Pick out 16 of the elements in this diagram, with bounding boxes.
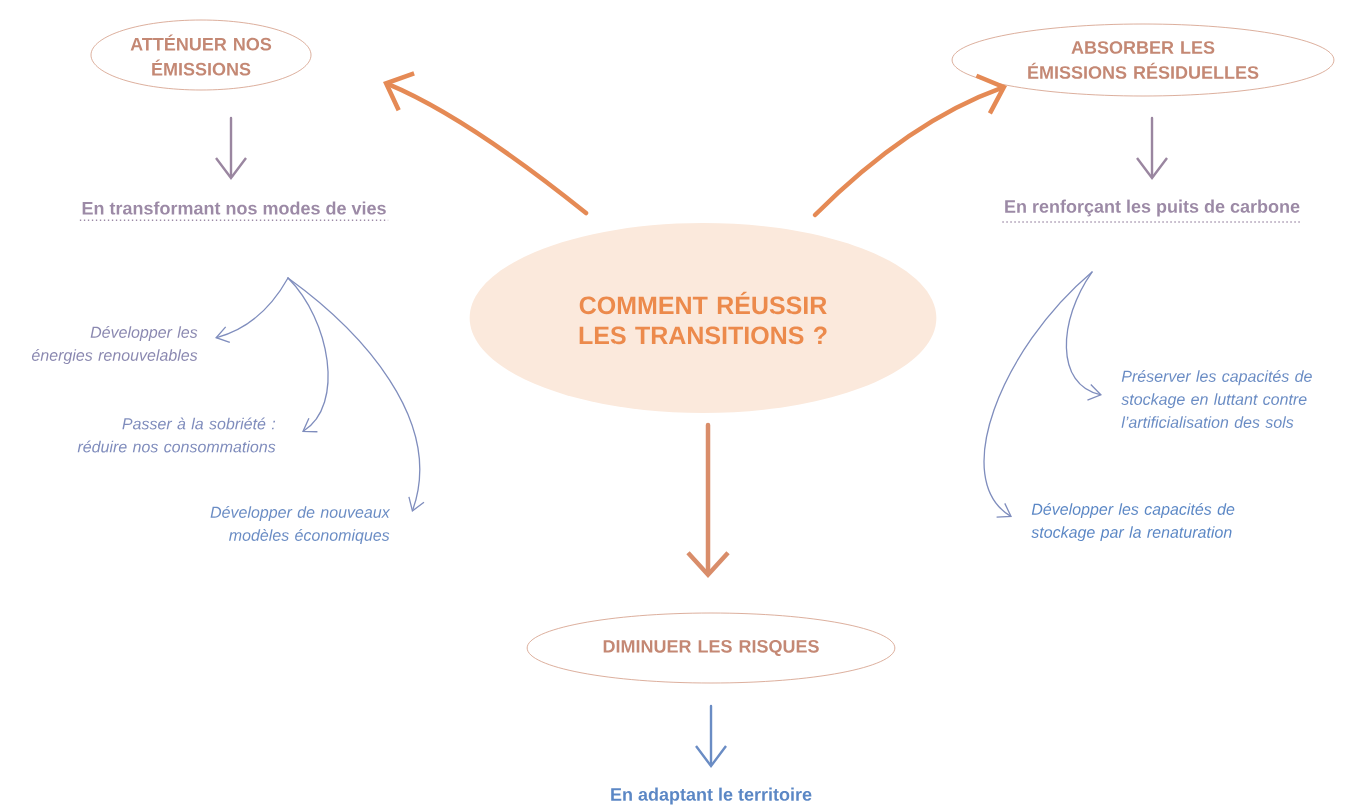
arrow — [1065, 271, 1102, 401]
arrow — [287, 277, 425, 512]
action-text: Développer de nouveaux modèles économiques — [210, 505, 391, 545]
subheading: En adaptant le territoire — [611, 787, 812, 805]
subheading: En renforçant les puits de carbone — [1001, 199, 1303, 223]
subheading: En transformant nos modes de vies — [79, 201, 389, 221]
arrow — [215, 277, 289, 343]
action-text: Développer les capacités de stockage par la renaturation — [1031, 502, 1235, 542]
arrow — [983, 271, 1093, 518]
arrow — [686, 422, 730, 578]
action-text: Préserver les capacités de stockage en luttant contre l’artificialisation des sols — [1121, 370, 1312, 428]
arrow — [383, 71, 589, 216]
arrow — [287, 277, 329, 433]
action-text: Développer les énergies renouvelables — [31, 325, 198, 365]
arrow — [812, 73, 1007, 218]
action-text: Passer à la sobriété : réduire nos consommations — [77, 417, 276, 453]
